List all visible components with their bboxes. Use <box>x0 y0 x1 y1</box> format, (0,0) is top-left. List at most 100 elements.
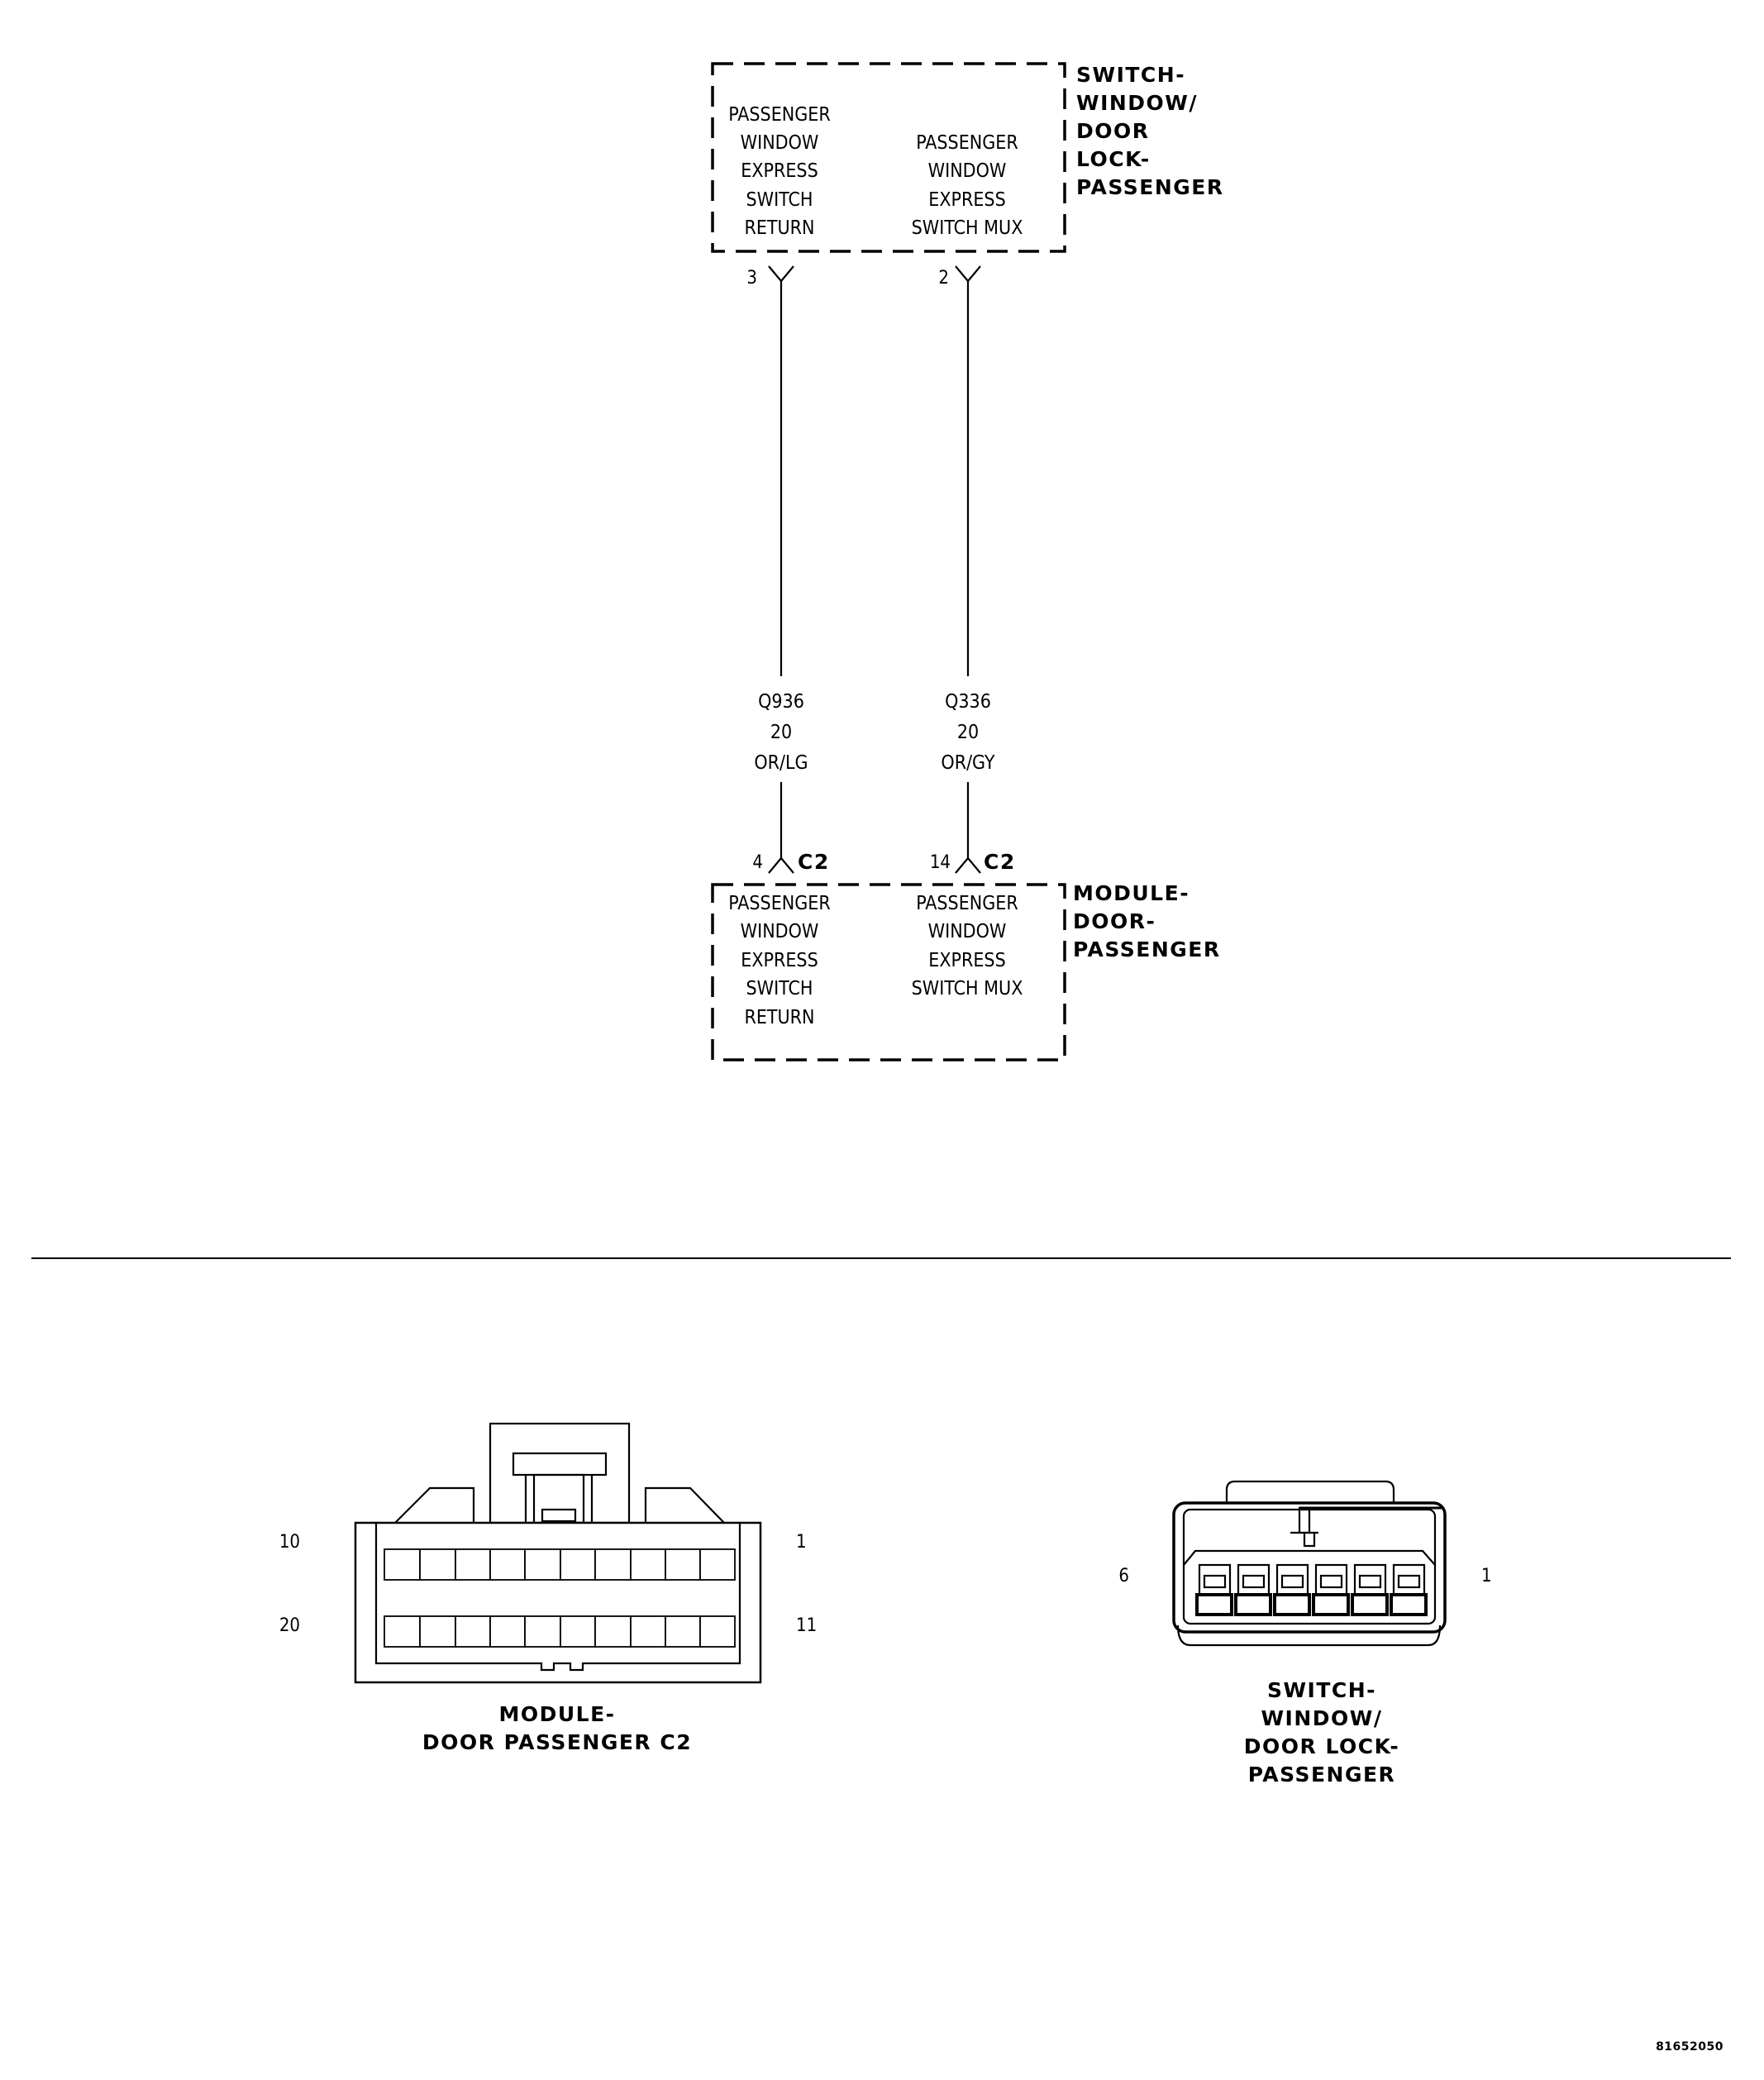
wire-q936: Q936 20 OR/LG <box>754 281 808 858</box>
circuit-desc-line: EXPRESS <box>928 189 1005 211</box>
connector-latch-housing <box>489 1422 631 1524</box>
circuit-desc-line: SWITCH MUX <box>912 217 1023 239</box>
pin-number-right: 1 <box>1481 1566 1492 1586</box>
circuit-desc-line: RETURN <box>744 217 814 239</box>
pin-cavity <box>455 1615 491 1648</box>
switch-name-line: LOCK- <box>1076 147 1151 171</box>
module-name-line: DOOR- <box>1073 909 1156 933</box>
pin-cavity <box>630 1548 666 1581</box>
switch-pin-label-right: 2 <box>938 268 949 289</box>
switch-name-line: PASSENGER <box>1076 175 1224 199</box>
pin-cavity <box>665 1548 701 1581</box>
circuit-desc-line: SWITCH <box>746 189 813 211</box>
pin-cavity <box>665 1615 701 1648</box>
pin-number-bottom-left: 20 <box>279 1615 300 1636</box>
module-right-circuit-desc: PASSENGER WINDOW EXPRESS SWITCH MUX <box>912 893 1023 999</box>
switch-pin-label-left: 3 <box>746 268 757 289</box>
switch-connector-terminal-left <box>768 265 794 283</box>
pin-seal <box>1195 1593 1233 1616</box>
pin-cavity <box>560 1548 596 1581</box>
pin-cavity <box>594 1548 632 1581</box>
connector-caption-line: MODULE- <box>498 1702 615 1726</box>
connector-top-tab <box>1225 1480 1395 1503</box>
module-connector-label-left: C2 <box>798 850 830 874</box>
circuit-desc-line: PASSENGER <box>728 104 830 126</box>
pin-cavity <box>419 1548 456 1581</box>
module-pin-label-left: 4 <box>752 852 763 873</box>
circuit-desc-line: SWITCH MUX <box>912 978 1023 999</box>
circuit-desc-line: WINDOW <box>741 132 819 154</box>
module-connector-terminal-left <box>768 856 794 874</box>
pin-cavity <box>384 1548 421 1581</box>
module-door-passenger-c2-connector-view: 10 1 20 11 MODULE- DOOR PASSENGER C2 <box>279 1422 817 1754</box>
switch-right-circuit-desc: PASSENGER WINDOW EXPRESS SWITCH MUX <box>912 132 1023 239</box>
pin-seal <box>1273 1593 1311 1616</box>
connector-cavity-ledge <box>1183 1549 1436 1566</box>
cavity-row-top <box>384 1548 736 1581</box>
wire-color: OR/LG <box>754 752 808 774</box>
pin-number-bottom-right: 11 <box>796 1615 817 1636</box>
pin-terminal <box>1319 1574 1343 1589</box>
connector-bottom-lip <box>1176 1624 1442 1647</box>
connector-shoulder-right <box>644 1486 725 1524</box>
switch-name-line: WINDOW/ <box>1076 91 1198 115</box>
pin-cavity <box>489 1548 526 1581</box>
module-door-passenger-component: 4 C2 14 C2 MODULE- DOOR- PASSENGER PASSE… <box>711 850 1221 1061</box>
wire-q336: Q336 20 OR/GY <box>941 281 995 858</box>
pin-cavity <box>524 1615 561 1648</box>
pin-cavity <box>455 1548 491 1581</box>
connector-caption-line: DOOR PASSENGER C2 <box>422 1730 692 1754</box>
circuit-desc-line: EXPRESS <box>928 950 1005 971</box>
connector-latch-bar <box>512 1452 608 1477</box>
pin-cavity <box>630 1615 666 1648</box>
module-name-line: PASSENGER <box>1073 937 1221 961</box>
wire-circuit-number: Q336 <box>945 691 991 713</box>
pin-cavity <box>560 1615 596 1648</box>
circuit-desc-line: WINDOW <box>928 921 1007 942</box>
wire-gauge: 20 <box>770 722 792 743</box>
pin-number-left: 6 <box>1118 1566 1129 1586</box>
connector-key-stem <box>1303 1533 1316 1548</box>
switch-name-line: DOOR <box>1076 119 1150 143</box>
connector-latch-window <box>541 1508 577 1523</box>
switch-window-door-lock-passenger-connector-view: 6 1 SWITCH- WINDOW/ DOOR LOCK- PASSENGER <box>1118 1480 1492 1787</box>
module-left-circuit-desc: PASSENGER WINDOW EXPRESS SWITCH RETURN <box>728 893 830 1028</box>
switch-left-circuit-desc: PASSENGER WINDOW EXPRESS SWITCH RETURN <box>728 104 830 239</box>
circuit-desc-line: WINDOW <box>741 921 819 942</box>
switch-cavity-row <box>1195 1563 1428 1616</box>
wire-gauge: 20 <box>957 722 979 743</box>
connector-body <box>354 1521 762 1684</box>
circuit-desc-line: WINDOW <box>928 160 1007 182</box>
pin-terminal <box>1280 1574 1304 1589</box>
circuit-desc-line: PASSENGER <box>916 132 1018 154</box>
switch-window-door-lock-passenger-component: SWITCH- WINDOW/ DOOR LOCK- PASSENGER PAS… <box>711 62 1224 289</box>
pin-seal <box>1312 1593 1350 1616</box>
pin-terminal <box>1358 1574 1382 1589</box>
cavity-row-bottom <box>384 1615 736 1648</box>
pin-seal <box>1234 1593 1272 1616</box>
circuit-desc-line: EXPRESS <box>741 160 818 182</box>
connector-shoulder-left <box>394 1486 475 1524</box>
connector-caption-line: PASSENGER <box>1248 1763 1396 1787</box>
pin-cavity <box>594 1615 632 1648</box>
pin-seal <box>1390 1593 1428 1616</box>
pin-seal <box>1351 1593 1389 1616</box>
pin-cavity <box>419 1615 456 1648</box>
module-name-line: MODULE- <box>1073 881 1190 905</box>
pin-terminal <box>1203 1574 1227 1589</box>
module-connector-label-right: C2 <box>984 850 1016 874</box>
pin-cavity <box>699 1548 736 1581</box>
connector-caption-line: WINDOW/ <box>1261 1706 1382 1730</box>
wire-circuit-number: Q936 <box>758 691 804 713</box>
pin-cavity <box>524 1548 561 1581</box>
pin-cavity <box>489 1615 526 1648</box>
pin-number-top-right: 1 <box>796 1532 807 1553</box>
connector-caption-line: DOOR LOCK- <box>1244 1734 1399 1758</box>
circuit-desc-line: RETURN <box>744 1007 814 1028</box>
pin-cavity <box>699 1615 736 1648</box>
module-dashed-outline <box>711 883 1066 1061</box>
pin-terminal <box>1397 1574 1421 1589</box>
connector-caption-line: SWITCH- <box>1267 1678 1376 1702</box>
figure-id: 81652050 <box>1656 2040 1723 2054</box>
